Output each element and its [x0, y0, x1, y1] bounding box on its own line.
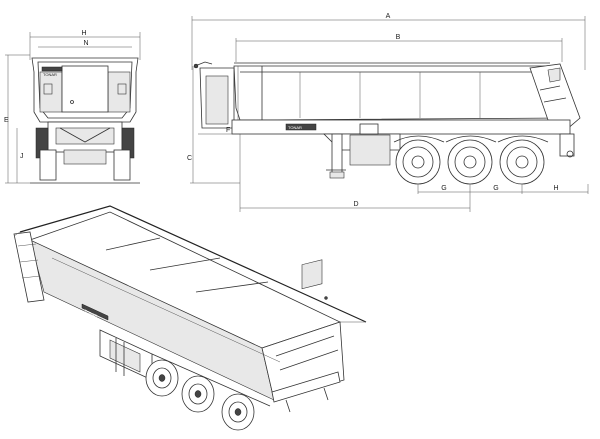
dim-label-g1: G [441, 185, 446, 192]
dim-label-d: D [353, 201, 358, 208]
brand-iso: TONAR [84, 308, 99, 318]
wheel-2 [447, 139, 493, 185]
wheel-3 [499, 139, 545, 185]
side-view: A B C E TONAR [187, 13, 589, 212]
brand-front: TONAR [43, 72, 57, 77]
wheel-1 [395, 139, 441, 185]
front-view: H N E J TONAR [4, 30, 141, 184]
dim-label-e-front: E [4, 117, 9, 124]
dim-label-j-front: J [20, 153, 24, 160]
iso-wheel-1 [145, 359, 179, 397]
isometric-view: TONAR [13, 205, 367, 431]
iso-wheel-3 [221, 393, 255, 431]
dim-label-h-front: H [81, 30, 86, 37]
dim-label-g2: G [493, 185, 498, 192]
iso-wheel-2 [181, 375, 215, 413]
dim-label-a: A [386, 13, 391, 20]
dim-label-b: B [396, 34, 401, 41]
dim-label-h-side: H [553, 185, 558, 192]
dim-label-f: F [226, 127, 230, 134]
brand-side: TONAR [288, 125, 302, 130]
dim-label-n-front: N [83, 40, 88, 47]
dim-label-c: C [187, 155, 192, 162]
